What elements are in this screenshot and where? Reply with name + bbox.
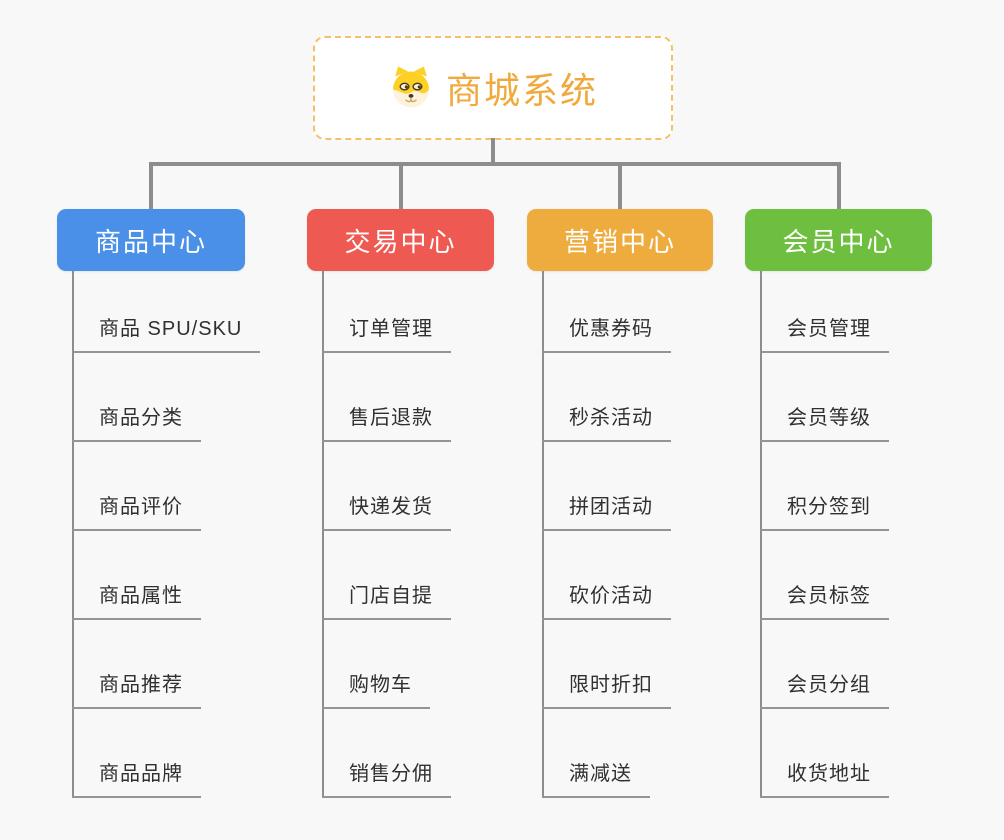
- connector-trunk-3: [760, 271, 762, 798]
- branch-node[interactable]: 会员中心: [745, 209, 932, 271]
- branch-node[interactable]: 营销中心: [527, 209, 713, 271]
- root-node[interactable]: 商城系统: [313, 36, 673, 140]
- leaf-node[interactable]: 收货地址: [760, 762, 889, 798]
- connector-trunk-1: [322, 271, 324, 798]
- leaf-node[interactable]: 优惠券码: [542, 317, 671, 353]
- connector-root-stem: [491, 138, 495, 166]
- root-title: 商城系统: [445, 70, 598, 111]
- leaf-node[interactable]: 会员等级: [760, 406, 889, 442]
- leaf-node[interactable]: 满减送: [542, 762, 650, 798]
- leaf-node[interactable]: 商品属性: [72, 584, 201, 620]
- leaf-node[interactable]: 拼团活动: [542, 495, 671, 531]
- leaf-node[interactable]: 商品 SPU/SKU: [72, 317, 261, 353]
- branch-node[interactable]: 交易中心: [307, 209, 494, 271]
- connector-stub-2: [618, 162, 622, 209]
- leaf-node[interactable]: 商品品牌: [72, 762, 201, 798]
- leaf-node[interactable]: 售后退款: [322, 406, 451, 442]
- leaf-node[interactable]: 门店自提: [322, 584, 451, 620]
- leaf-node[interactable]: 限时折扣: [542, 673, 671, 709]
- leaf-node[interactable]: 积分签到: [760, 495, 889, 531]
- leaf-node[interactable]: 快递发货: [322, 495, 451, 531]
- leaf-node[interactable]: 会员管理: [760, 317, 889, 353]
- leaf-node[interactable]: 商品分类: [72, 406, 201, 442]
- leaf-node[interactable]: 订单管理: [322, 317, 451, 353]
- leaf-node[interactable]: 砍价活动: [542, 584, 671, 620]
- connector-stub-0: [149, 162, 153, 209]
- connector-stub-3: [836, 162, 841, 209]
- connector-stub-1: [398, 162, 403, 209]
- dog-face-icon: [393, 66, 429, 108]
- leaf-node[interactable]: 销售分佣: [322, 762, 451, 798]
- leaf-node[interactable]: 商品推荐: [72, 673, 201, 709]
- branch-node[interactable]: 商品中心: [57, 209, 245, 271]
- leaf-node[interactable]: 会员分组: [760, 673, 889, 709]
- leaf-node[interactable]: 会员标签: [760, 584, 889, 620]
- connector-trunk-0: [72, 271, 74, 798]
- connector-trunk-2: [542, 271, 544, 798]
- leaf-node[interactable]: 购物车: [322, 673, 430, 709]
- connector-bus: [149, 162, 841, 166]
- leaf-node[interactable]: 秒杀活动: [542, 406, 671, 442]
- leaf-node[interactable]: 商品评价: [72, 495, 201, 531]
